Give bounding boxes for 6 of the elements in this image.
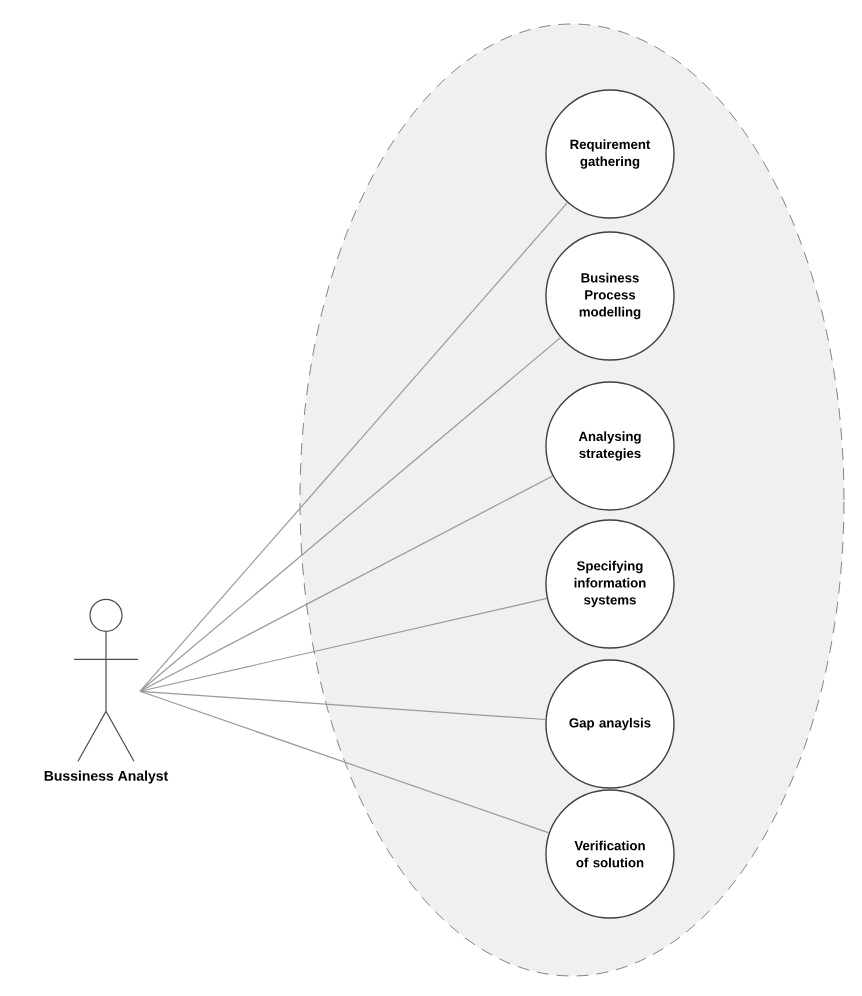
association-line [139, 690, 547, 721]
association-line [139, 337, 562, 692]
association-line [139, 202, 568, 692]
association-line [139, 475, 554, 692]
association-line [139, 690, 550, 834]
association-line [139, 597, 548, 692]
